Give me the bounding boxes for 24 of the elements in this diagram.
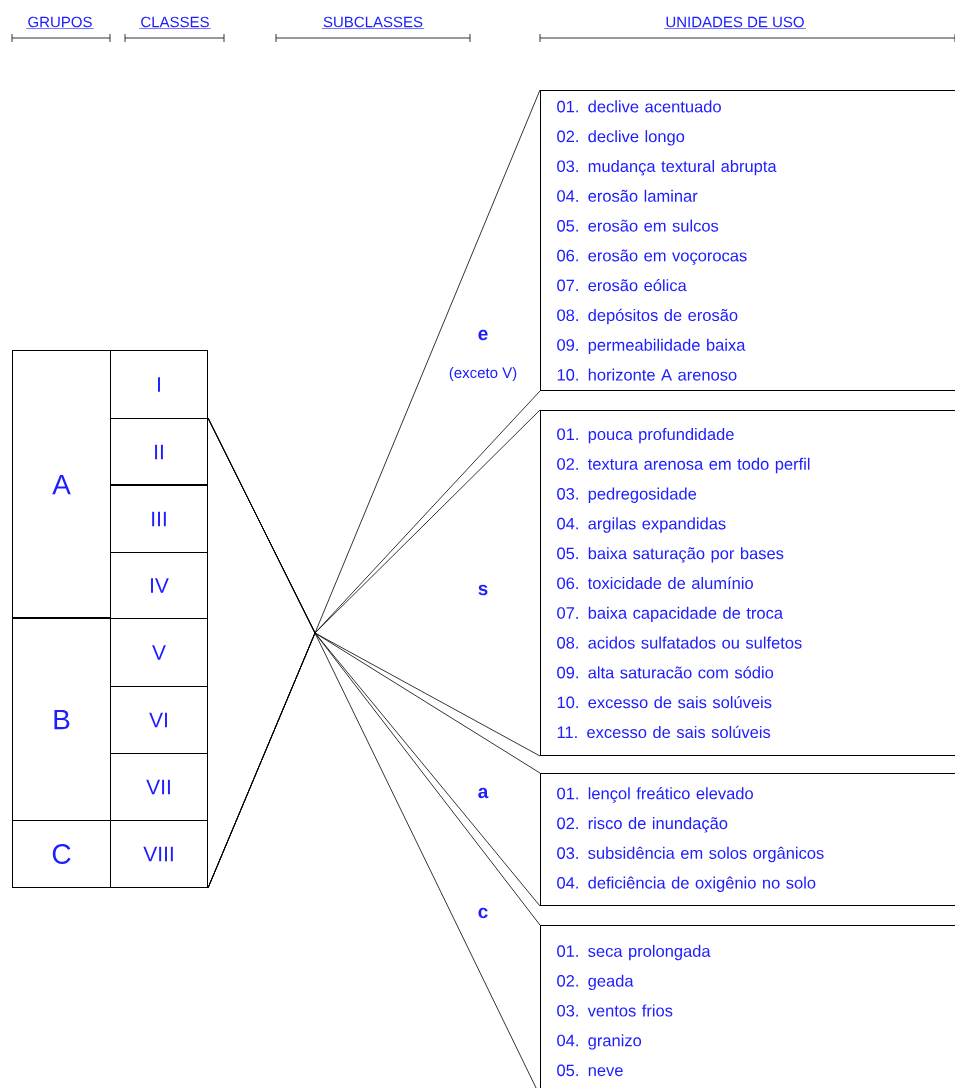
class-box: I [110,350,208,419]
column-heading: UNIDADES DE USO [666,16,804,28]
class-box: II [110,418,208,486]
class-box: VI [110,686,208,754]
group-box: B [12,618,111,821]
subclass-letter: a [478,787,489,799]
group-box: A [12,350,111,619]
subclass-letter: e [478,329,488,341]
subclass-letter: c [478,907,488,919]
column-heading: GRUPOS [28,16,92,28]
class-box: IV [110,552,208,619]
class-box: VII [110,753,208,821]
unit-list-box: 01. pouca profundidade 02. textura arenosa em todo perfil 03. pedregosidade 04. argilas expandidas 05. baixa saturação por bases 06. toxicidade de alumínio 07. baixa capacidade de troca 08. acidos sulfatados ou sulfetos 09. alta saturacão com sódio 10. excesso de sais solúveis 11. excesso de sais solúveis [540,410,955,756]
group-box: C [12,820,111,888]
note: (exceto V) [449,367,517,381]
column-heading: CLASSES [141,16,209,28]
class-box: VIII [110,820,208,888]
class-box: V [110,618,208,687]
subclass-letter: s [478,584,488,596]
column-heading: SUBCLASSES [323,16,423,28]
unit-list-box: 01. declive acentuado 02. declive longo 03. mudança textural abrupta 04. erosão laminar 05. erosão em sulcos 06. erosão em voçorocas 07. erosão eólica 08. depósitos de erosão 09. permeabilidade baixa 10. horizonte A arenoso [540,90,955,391]
unit-list-box: 01. seca prolongada 02. geada 03. ventos frios 04. granizo 05. neve [540,925,955,1088]
unit-list-box: 01. lençol freático elevado 02. risco de inundação 03. subsidência em solos orgânicos 04. deficiência de oxigênio no solo [540,773,955,906]
class-box: III [110,485,208,553]
